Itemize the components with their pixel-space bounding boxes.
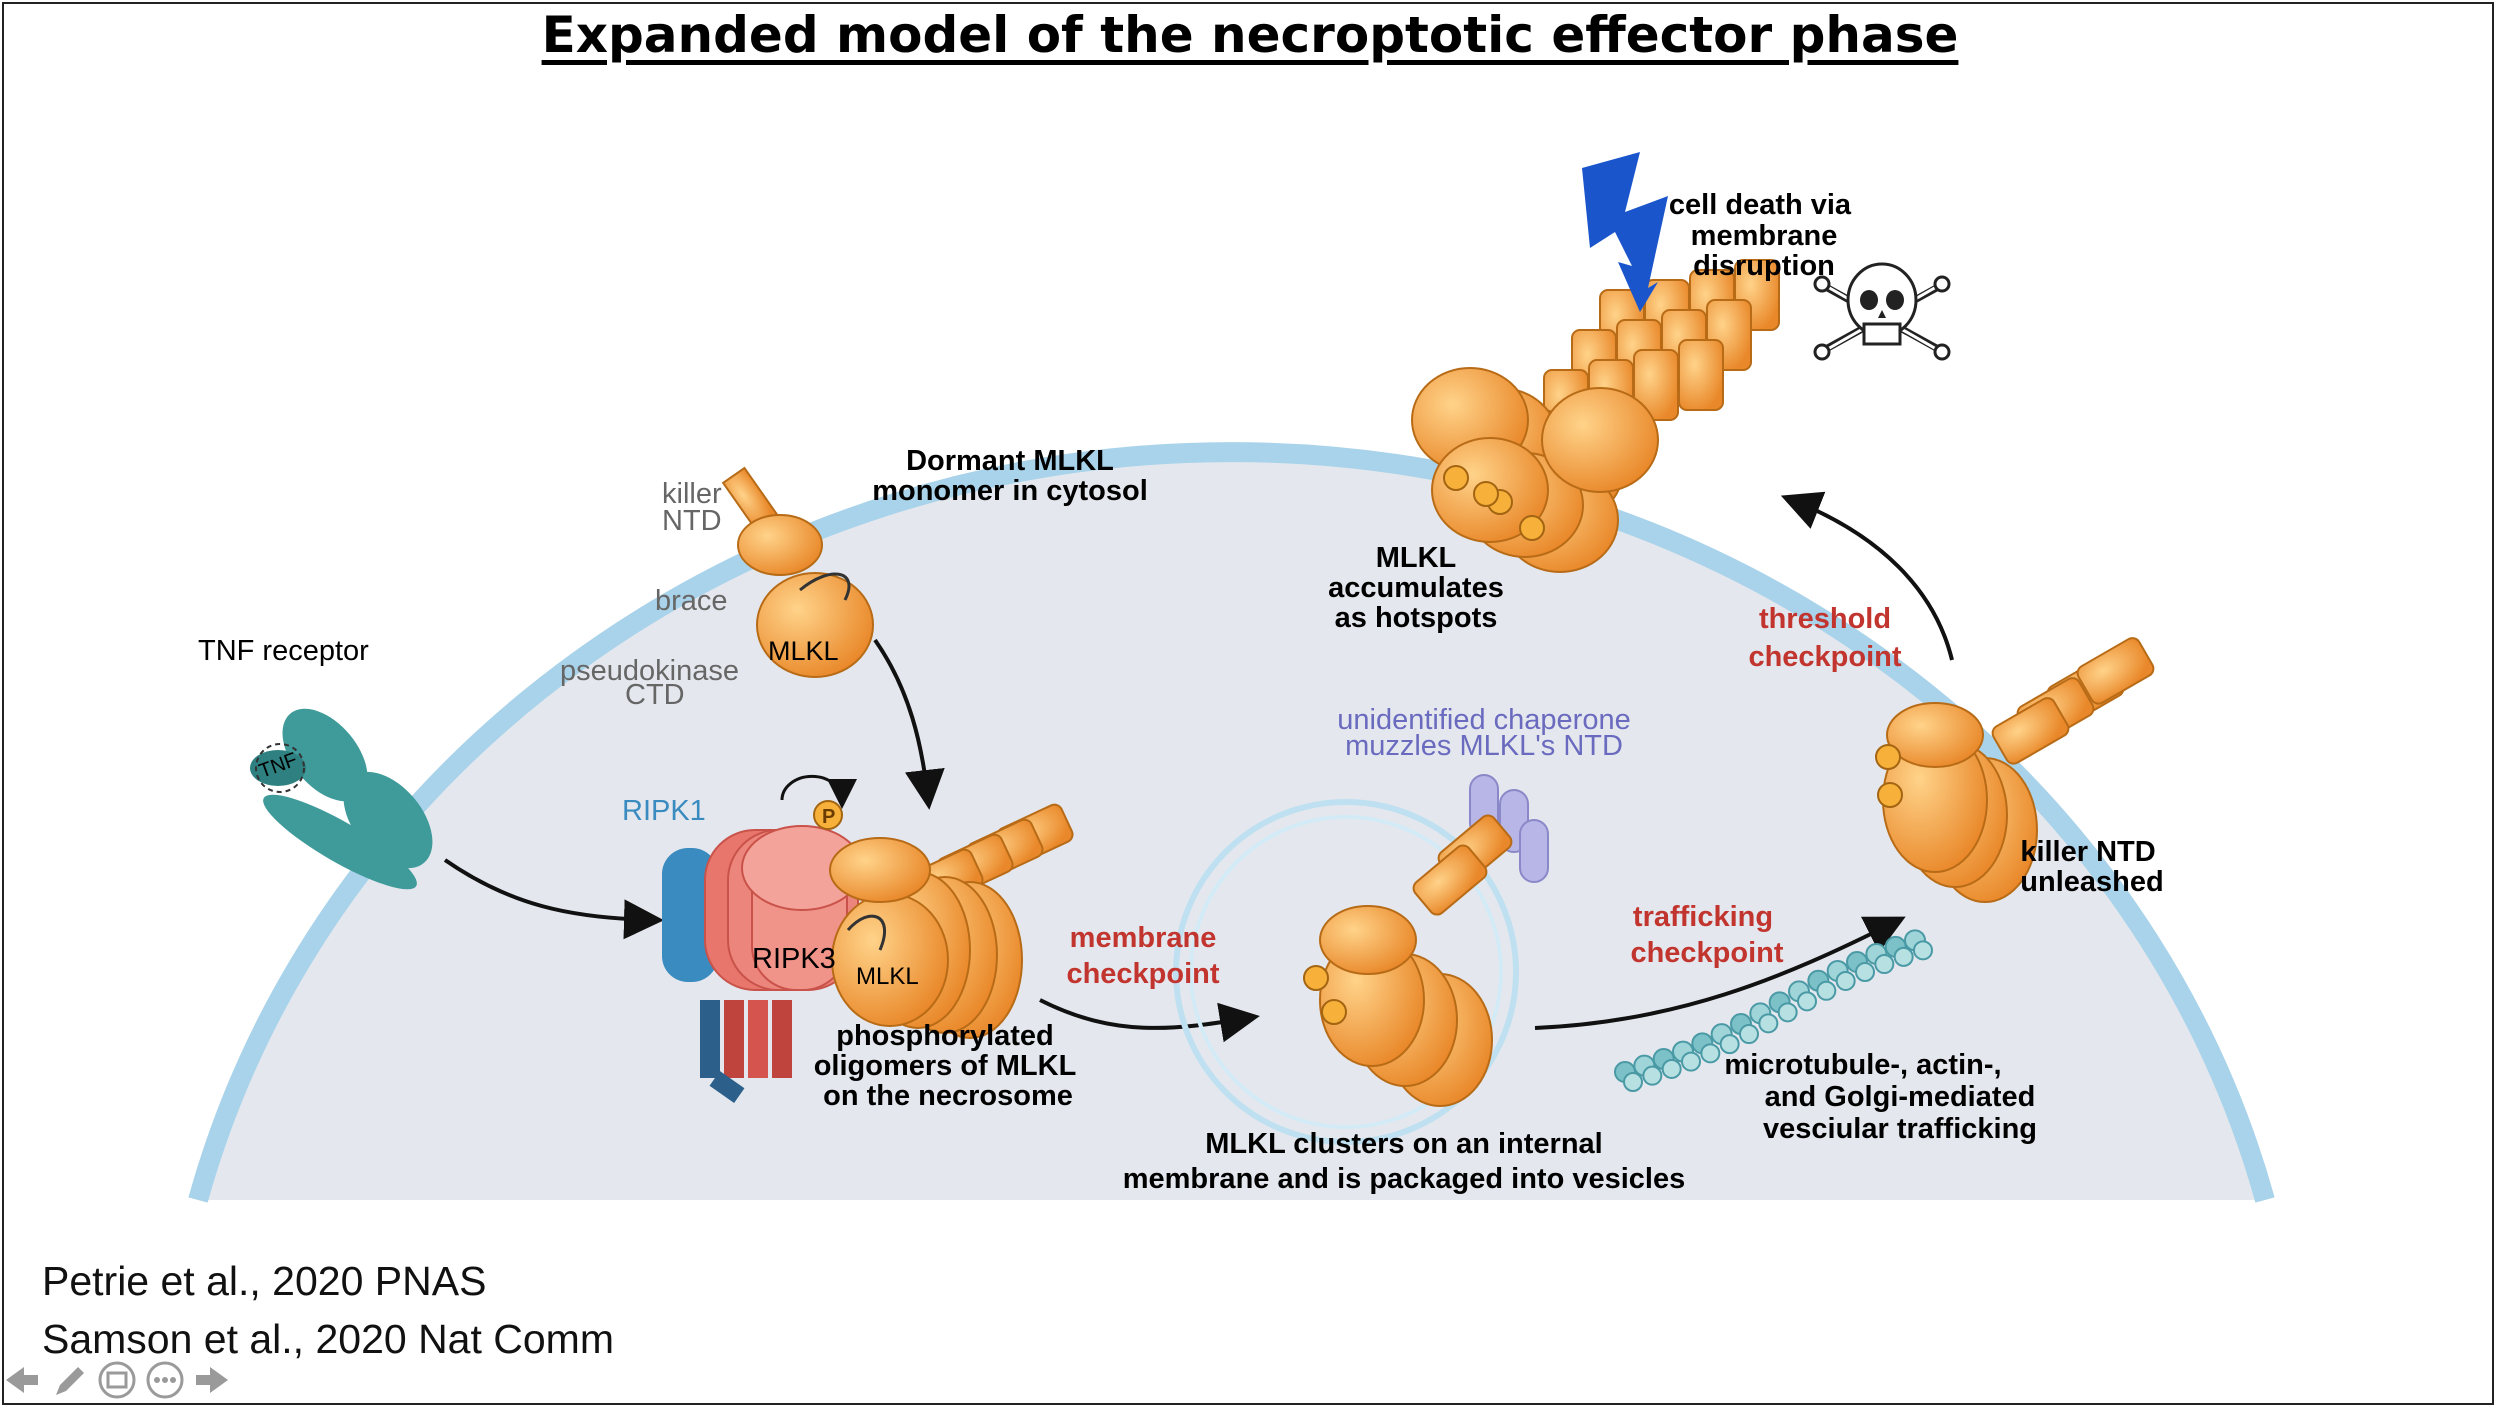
clusters-label: MLKL clusters on an internal bbox=[1205, 1128, 1602, 1160]
chaperone-label: unidentified chaperone bbox=[1337, 704, 1630, 736]
phosphorylated-label: phosphorylated bbox=[836, 1020, 1054, 1052]
killer-unleashed-label: killer NTD bbox=[2020, 836, 2155, 868]
internal-vesicle bbox=[1173, 774, 1549, 1145]
pen-icon[interactable] bbox=[48, 1359, 90, 1401]
pseudokinase-label: pseudokinase bbox=[560, 655, 739, 687]
mlkl-necrosome-label: MLKL bbox=[856, 963, 919, 990]
arrow-dormant-to-necrosome bbox=[873, 638, 945, 810]
microtubule-label: and Golgi-mediated bbox=[1765, 1081, 2036, 1113]
microtubule-label: microtubule-, actin-, bbox=[1724, 1049, 2001, 1081]
microtubule-label: vesciular trafficking bbox=[1763, 1113, 2037, 1145]
brace-label: brace bbox=[655, 585, 728, 617]
killer-unleashed-label: unleashed bbox=[2020, 866, 2163, 898]
phospho-label: P bbox=[822, 806, 835, 828]
slides-icon[interactable] bbox=[96, 1359, 138, 1401]
slide-nav-toolbar bbox=[0, 1358, 234, 1402]
pseudokinase-label: CTD bbox=[625, 679, 685, 711]
diagram-labels: cell death via membrane disruption TNF r… bbox=[198, 189, 2164, 1195]
tnf-receptor-icon bbox=[250, 708, 433, 890]
dormant-label: monomer in cytosol bbox=[872, 475, 1148, 507]
ripk3-label: RIPK3 bbox=[752, 943, 836, 975]
slide-title: Expanded model of the necroptotic effect… bbox=[541, 6, 1959, 64]
unleashed-mlkl-oligomer bbox=[1875, 637, 2155, 903]
citation: Petrie et al., 2020 PNAS bbox=[42, 1258, 487, 1304]
more-icon[interactable] bbox=[144, 1359, 186, 1401]
membrane-checkpoint-label: membrane bbox=[1070, 922, 1217, 954]
membrane-checkpoint-label: checkpoint bbox=[1066, 958, 1219, 990]
arrow-threshold bbox=[1780, 491, 1954, 661]
cell-death-label: membrane bbox=[1691, 220, 1838, 252]
killer-ntd-label: killer bbox=[662, 478, 722, 510]
arrow-right-icon[interactable] bbox=[192, 1359, 234, 1401]
skull-crossbones-icon bbox=[1813, 262, 1951, 361]
tnf-receptor-label: TNF receptor bbox=[198, 635, 369, 667]
microtubule-icon bbox=[1614, 929, 1933, 1092]
chaperone-label: muzzles MLKL's NTD bbox=[1345, 730, 1623, 762]
threshold-checkpoint-label: checkpoint bbox=[1748, 641, 1901, 673]
mlkl-monomer-label: MLKL bbox=[768, 636, 839, 666]
cell-death-label: disruption bbox=[1693, 250, 1835, 282]
trafficking-checkpoint-label: checkpoint bbox=[1630, 937, 1783, 969]
killer-ntd-label: NTD bbox=[662, 505, 722, 537]
necrosome-complex bbox=[662, 800, 1074, 1103]
arrow-membrane-checkpoint bbox=[1039, 998, 1260, 1043]
hotspots-label: as hotspots bbox=[1335, 602, 1498, 634]
cell-death-label: cell death via bbox=[1669, 189, 1852, 221]
dormant-label: Dormant MLKL bbox=[906, 445, 1114, 477]
clusters-label: membrane and is packaged into vesicles bbox=[1123, 1163, 1686, 1195]
lightning-bolt-icon bbox=[1582, 152, 1668, 312]
hotspots-label: accumulates bbox=[1328, 572, 1504, 604]
phosphorylated-label: oligomers of MLKL bbox=[814, 1050, 1077, 1082]
arrow-left-icon[interactable] bbox=[0, 1359, 42, 1401]
hotspots-label: MLKL bbox=[1376, 542, 1457, 574]
threshold-checkpoint-label: threshold bbox=[1759, 603, 1891, 635]
phosphorylation-arrow bbox=[780, 774, 857, 809]
ripk1-label: RIPK1 bbox=[622, 795, 706, 827]
citation: Samson et al., 2020 Nat Comm bbox=[42, 1316, 614, 1362]
trafficking-checkpoint-label: trafficking bbox=[1633, 901, 1773, 933]
arrow-receptor-to-necrosome bbox=[443, 858, 664, 940]
arrow-trafficking bbox=[1534, 916, 1906, 1030]
dormant-mlkl-monomer bbox=[721, 466, 874, 678]
mlkl-hotspot-cluster bbox=[1411, 259, 1780, 573]
phosphorylated-label: on the necrosome bbox=[823, 1080, 1073, 1112]
